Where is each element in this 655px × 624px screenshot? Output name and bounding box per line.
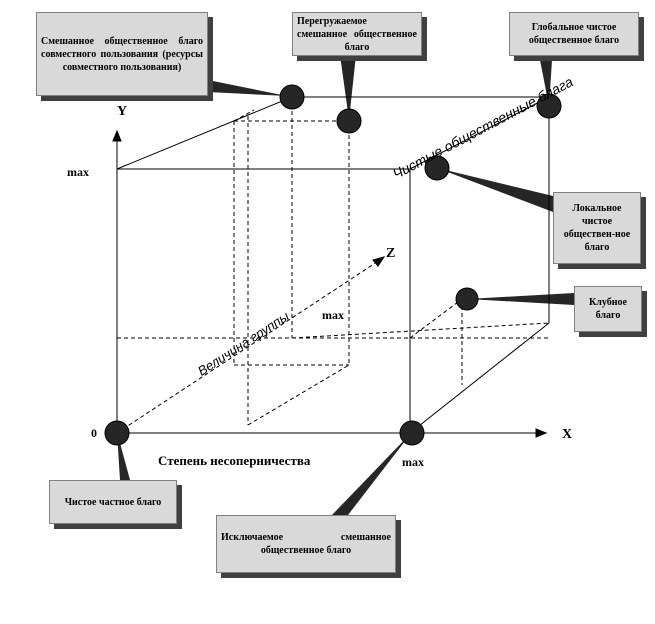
y-max-label: max (67, 165, 89, 179)
node-global (536, 93, 562, 119)
node-local (424, 155, 450, 181)
pointer-congested (340, 55, 356, 120)
pointer-excludable (332, 432, 412, 515)
z-axis-letter: Z (386, 246, 396, 261)
callout-excludable: Исключаемое смешанное общественное благо (216, 515, 396, 573)
cube-front-face (116, 168, 411, 434)
callout-pure-private: Чистое частное благо (49, 480, 177, 524)
callout-congested: Перегружаемое смешанное общественное бла… (292, 12, 422, 56)
hidden-edge-front-diag-l (233, 109, 255, 122)
x-axis-title: Степень несоперничества (158, 453, 311, 468)
z-axis-line (116, 261, 378, 434)
pointer-club (467, 293, 574, 305)
cube-edge-bottom-right (409, 322, 550, 434)
node-x-max (399, 420, 425, 446)
hidden-edge-back-bottom (291, 322, 550, 339)
origin-label: 0 (91, 426, 97, 440)
node-congested (336, 108, 362, 134)
pointer-local (437, 168, 553, 212)
hidden-edge-club-diag (409, 298, 463, 339)
x-axis-arrow (535, 428, 548, 438)
pointer-mixed-shared (208, 80, 287, 96)
cube-edge-top-left (116, 96, 293, 170)
x-max-label: max (402, 455, 424, 469)
node-club (455, 287, 479, 311)
z-max-label: max (322, 308, 344, 322)
callout-global: Глобальное чистое общественное благо (509, 12, 639, 56)
x-axis-letter: X (562, 427, 573, 442)
node-origin (104, 420, 130, 446)
callout-club: Клубное благо (574, 286, 642, 332)
z-axis-arrow (372, 256, 386, 267)
callout-mixed-shared: Смешанное общественное благо совместного… (36, 12, 208, 96)
callout-local: Локальное чистое обществен-ное благо (553, 192, 641, 264)
node-mixed-shared (279, 84, 305, 110)
hidden-edge-inner-bottom (247, 364, 350, 426)
y-axis-letter: Y (117, 104, 128, 119)
y-axis-arrow (112, 129, 122, 142)
